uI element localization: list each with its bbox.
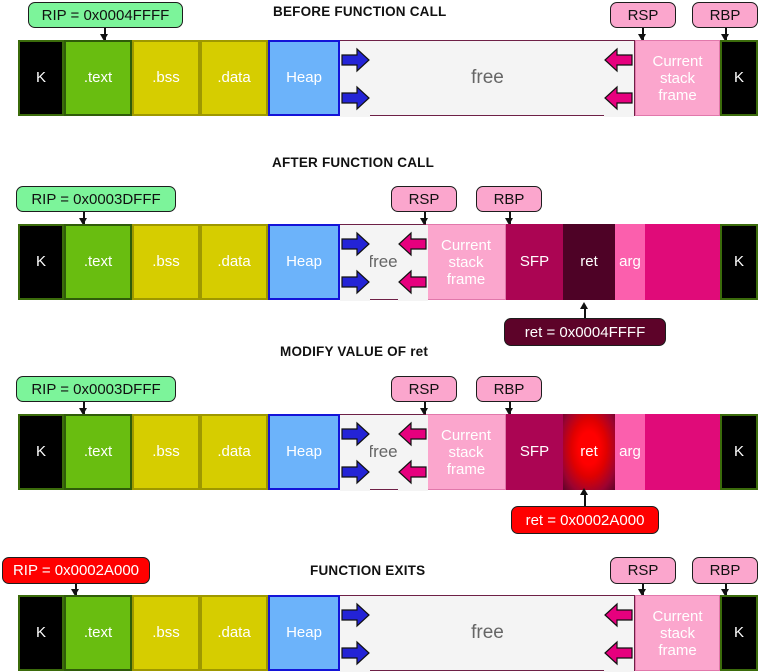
segment-free[interactable]: free — [340, 40, 635, 116]
segment-ret[interactable]: ret — [563, 224, 615, 300]
segment-text[interactable]: .text — [64, 224, 132, 300]
arrow-right-blue-icon — [341, 640, 370, 666]
stack-growth-arrows-after — [398, 225, 428, 301]
segment-kernel-low[interactable]: K — [18, 224, 64, 300]
label-rip-before[interactable]: RIP = 0x0004FFFF — [28, 2, 183, 28]
label-rsp-before[interactable]: RSP — [610, 2, 676, 28]
segment-kernel-low[interactable]: K — [18, 595, 64, 671]
label-rsp-after[interactable]: RSP — [391, 186, 457, 212]
segment-data[interactable]: .data — [200, 40, 268, 116]
panel-function-exits: FUNCTION EXITS RIP = 0x0002A000 RSP RBP … — [0, 545, 772, 672]
segment-heap[interactable]: Heap — [268, 595, 340, 671]
panel-before-function-call: BEFORE FUNCTION CALL RIP = 0x0004FFFF RS… — [0, 0, 772, 150]
panel-title-after: AFTER FUNCTION CALL — [272, 155, 435, 170]
stack-growth-arrows-before — [604, 41, 634, 117]
segment-stack-rest[interactable] — [645, 414, 720, 490]
segment-heap[interactable]: Heap — [268, 40, 340, 116]
segment-kernel-low[interactable]: K — [18, 40, 64, 116]
segment-text[interactable]: .text — [64, 595, 132, 671]
arrow-left-pink-icon — [604, 602, 633, 628]
stack-growth-arrows-exits — [604, 596, 634, 672]
segment-data[interactable]: .data — [200, 595, 268, 671]
label-rbp-before[interactable]: RBP — [692, 2, 758, 28]
heap-growth-arrows-modify — [340, 415, 370, 491]
label-ret-value-after[interactable]: ret = 0x0004FFFF — [504, 318, 666, 346]
heap-growth-arrows-after — [340, 225, 370, 301]
segment-bss[interactable]: .bss — [132, 595, 200, 671]
segment-stack-rest[interactable] — [645, 224, 720, 300]
segment-kernel-high[interactable]: K — [720, 414, 758, 490]
arrow-right-blue-icon — [341, 602, 370, 628]
arrow-right-blue-icon — [341, 421, 370, 447]
segment-free[interactable]: free — [340, 595, 635, 671]
segment-bss[interactable]: .bss — [132, 414, 200, 490]
segment-text[interactable]: .text — [64, 414, 132, 490]
panel-title-before: BEFORE FUNCTION CALL — [273, 4, 447, 19]
arrow-left-pink-icon — [398, 269, 427, 295]
arrow-left-pink-icon — [604, 85, 633, 111]
segment-bss[interactable]: .bss — [132, 224, 200, 300]
arrow-left-pink-icon — [604, 640, 633, 666]
label-rip-exits[interactable]: RIP = 0x0002A000 — [2, 557, 150, 584]
arrow-right-blue-icon — [341, 231, 370, 257]
label-rbp-exits[interactable]: RBP — [692, 557, 758, 584]
label-ret-value-modify[interactable]: ret = 0x0002A000 — [511, 506, 659, 534]
panel-after-function-call: AFTER FUNCTION CALL RIP = 0x0003DFFF RSP… — [0, 150, 772, 346]
heap-growth-arrows-exits — [340, 596, 370, 672]
panel-title-exits: FUNCTION EXITS — [310, 563, 426, 578]
panel-modify-value-of-ret: MODIFY VALUE OF ret RIP = 0x0003DFFF RSP… — [0, 340, 772, 545]
heap-growth-arrows-before — [340, 41, 370, 117]
segment-text[interactable]: .text — [64, 40, 132, 116]
segment-kernel-high[interactable]: K — [720, 40, 758, 116]
segment-bss[interactable]: .bss — [132, 40, 200, 116]
segment-kernel-low[interactable]: K — [18, 414, 64, 490]
segment-arg[interactable]: arg — [615, 224, 645, 300]
arrow-left-pink-icon — [398, 421, 427, 447]
arrow-left-pink-icon — [604, 47, 633, 73]
segment-data[interactable]: .data — [200, 414, 268, 490]
arrow-left-pink-icon — [398, 459, 427, 485]
segment-kernel-high[interactable]: K — [720, 224, 758, 300]
arrow-right-blue-icon — [341, 85, 370, 111]
segment-ret[interactable]: ret — [563, 414, 615, 490]
panel-title-modify: MODIFY VALUE OF ret — [280, 344, 429, 359]
label-rsp-modify[interactable]: RSP — [391, 376, 457, 402]
segment-heap[interactable]: Heap — [268, 224, 340, 300]
segment-kernel-high[interactable]: K — [720, 595, 758, 671]
segment-data[interactable]: .data — [200, 224, 268, 300]
arrow-right-blue-icon — [341, 459, 370, 485]
label-rip-modify[interactable]: RIP = 0x0003DFFF — [16, 376, 176, 402]
arrow-right-blue-icon — [341, 269, 370, 295]
label-rsp-exits[interactable]: RSP — [610, 557, 676, 584]
label-rip-after[interactable]: RIP = 0x0003DFFF — [16, 186, 176, 212]
segment-sfp[interactable]: SFP — [506, 224, 563, 300]
segment-sfp[interactable]: SFP — [506, 414, 563, 490]
label-rbp-modify[interactable]: RBP — [476, 376, 542, 402]
label-rbp-after[interactable]: RBP — [476, 186, 542, 212]
segment-heap[interactable]: Heap — [268, 414, 340, 490]
segment-arg[interactable]: arg — [615, 414, 645, 490]
stack-growth-arrows-modify — [398, 415, 428, 491]
arrow-left-pink-icon — [398, 231, 427, 257]
arrow-right-blue-icon — [341, 47, 370, 73]
